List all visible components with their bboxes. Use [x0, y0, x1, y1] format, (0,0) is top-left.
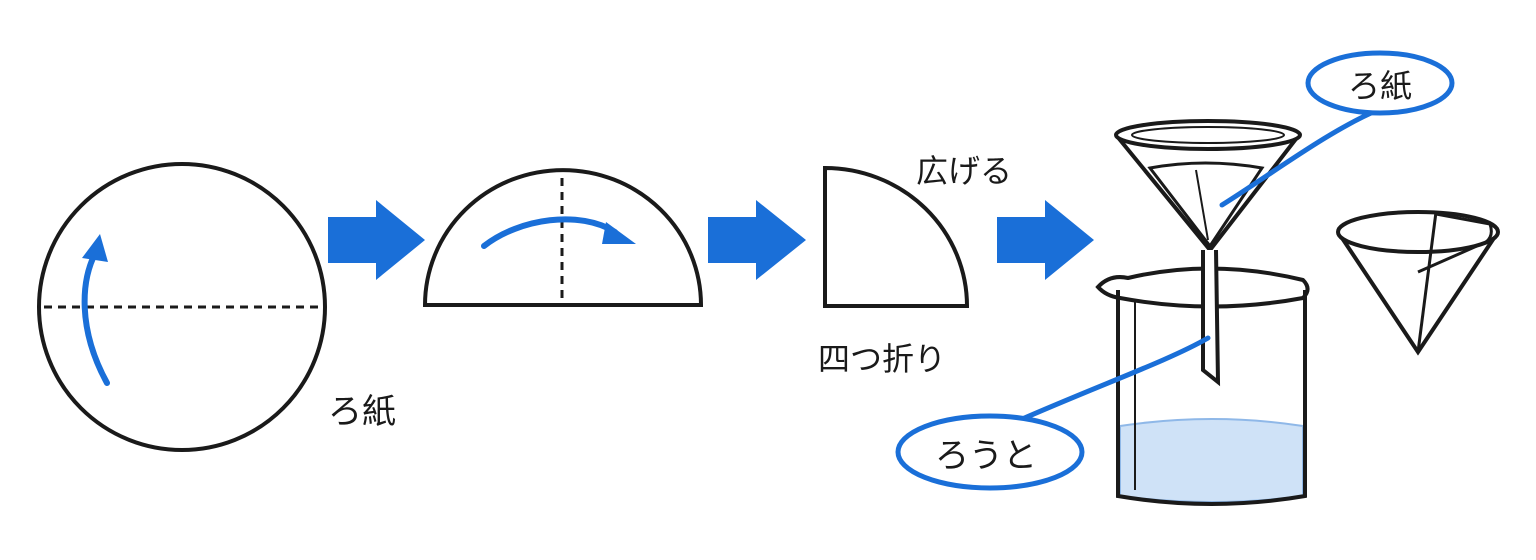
- curved-arrow-icon: [481, 216, 618, 249]
- label-unfold: 広げる: [916, 152, 1012, 190]
- callout-funnel: ろうと: [895, 335, 1211, 491]
- label-quarter-fold: 四つ折り: [818, 340, 946, 378]
- filter-paper-in-funnel: [1147, 161, 1265, 249]
- right-arrow-icon: [328, 200, 425, 280]
- callout-filter-paper: ろ紙: [1219, 50, 1455, 208]
- svg-text:ろうと: ろうと: [935, 436, 1037, 476]
- right-arrow-icon: [997, 200, 1094, 280]
- curved-arrow-head: [602, 222, 636, 244]
- half-folded-paper: [422, 168, 704, 307]
- water: [1119, 418, 1304, 503]
- curved-arrow-head: [82, 234, 108, 262]
- right-arrow-icon: [708, 200, 806, 280]
- opened-paper-cone: [1336, 210, 1500, 356]
- quarter-folded-paper: [823, 165, 970, 308]
- label-filter-paper: ろ紙: [328, 392, 396, 432]
- funnel-icon: [1114, 119, 1302, 387]
- round-filter-paper: [37, 162, 327, 452]
- beaker-icon: [1095, 266, 1310, 506]
- svg-text:ろ紙: ろ紙: [1348, 67, 1412, 105]
- curved-arrow-icon: [81, 247, 110, 386]
